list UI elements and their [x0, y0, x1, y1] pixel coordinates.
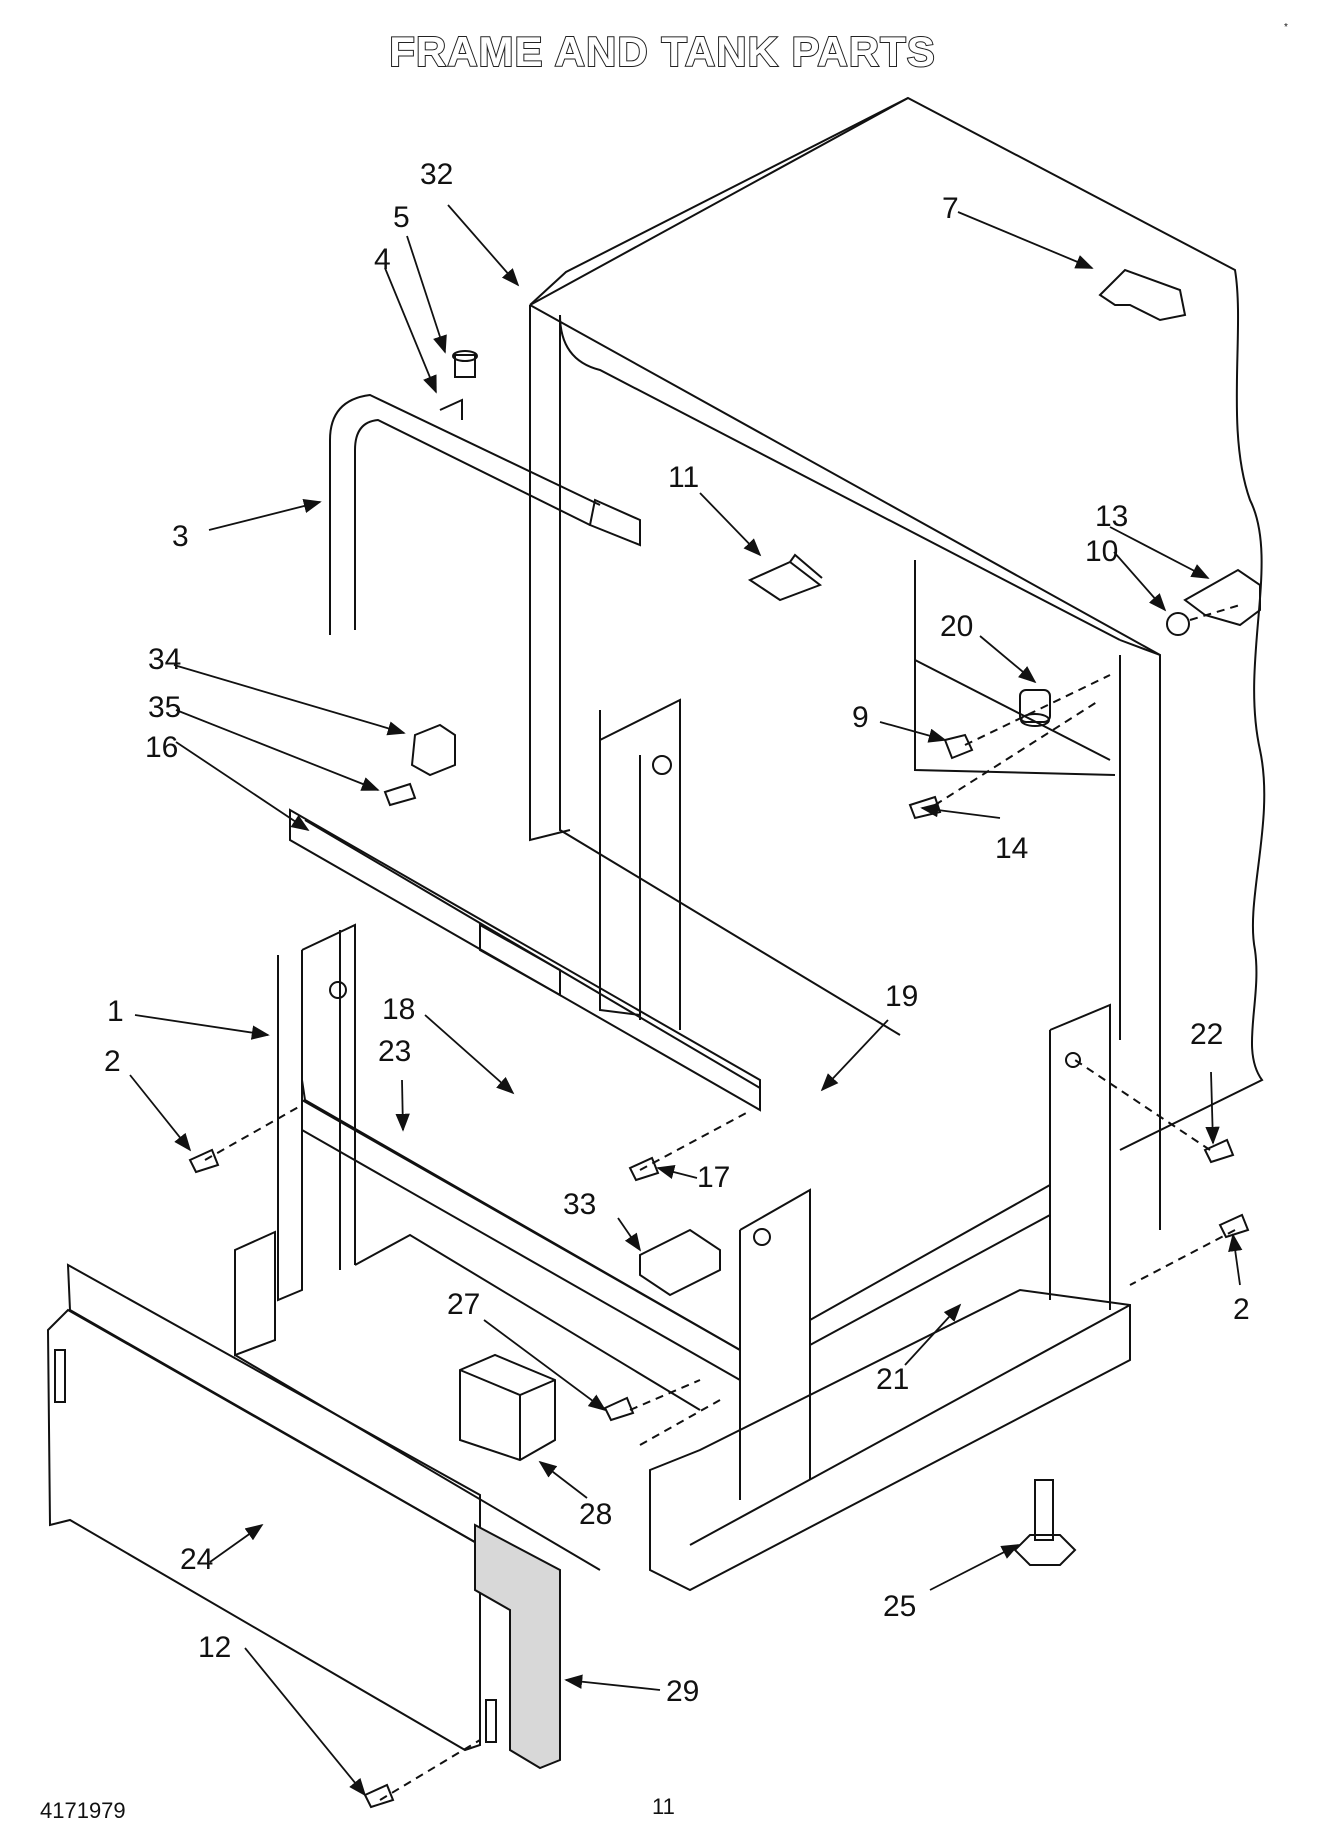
- callout-27: 27: [447, 1288, 481, 1321]
- spacer-20: [1019, 689, 1051, 727]
- callout-25: 25: [883, 1590, 917, 1623]
- screw-14: [908, 795, 942, 820]
- clip-7: [1098, 268, 1187, 322]
- insulation-29: [474, 1523, 561, 1770]
- screw-35: [383, 782, 417, 807]
- door-rail: [329, 393, 641, 635]
- callout-18: 18: [382, 993, 416, 1026]
- callout-17: 17: [697, 1161, 731, 1194]
- callout-16: 16: [145, 731, 179, 764]
- callout-2-right: 2: [1233, 1293, 1250, 1326]
- callout-4: 4: [374, 243, 391, 276]
- callout-22: 22: [1190, 1018, 1224, 1051]
- callout-33: 33: [563, 1188, 597, 1221]
- screw-5: [452, 350, 478, 378]
- panel-24: [46, 1263, 497, 1752]
- callout-14: 14: [995, 832, 1029, 865]
- callout-9: 9: [852, 701, 869, 734]
- channel-16: [289, 808, 761, 1112]
- bracket-13: [1183, 568, 1261, 627]
- frame-left: [234, 923, 741, 1571]
- callout-23: 23: [378, 1035, 412, 1068]
- bracket-34: [410, 723, 456, 777]
- clip-11: [747, 553, 823, 602]
- screw-12: [363, 1783, 395, 1809]
- callout-28: 28: [579, 1498, 613, 1531]
- page-title: FRAME AND TANK PARTS: [388, 27, 936, 76]
- callout-10: 10: [1085, 535, 1119, 568]
- callout-32: 32: [420, 158, 454, 191]
- callout-19: 19: [885, 980, 919, 1013]
- box-28: [459, 1353, 556, 1462]
- callout-13: 13: [1095, 500, 1129, 533]
- corner-mark: *: [1284, 22, 1288, 33]
- alignment-lines: [204, 604, 1241, 1801]
- screw-2-right: [1218, 1213, 1250, 1239]
- callout-1: 1: [107, 995, 124, 1028]
- footer-part-number: 4171979: [40, 1798, 126, 1823]
- pad-33: [639, 1228, 721, 1297]
- callout-29: 29: [666, 1675, 700, 1708]
- screw-27: [603, 1396, 635, 1422]
- callout-7: 7: [942, 192, 959, 225]
- callout-2-left: 2: [104, 1045, 121, 1078]
- screw-17: [628, 1156, 660, 1182]
- nut-10: [1166, 612, 1190, 636]
- footer-page-number: 11: [652, 1794, 675, 1819]
- leveling-leg-25: [1013, 1479, 1077, 1566]
- callout-3: 3: [172, 520, 189, 553]
- callout-20: 20: [940, 610, 974, 643]
- callout-24: 24: [180, 1543, 214, 1576]
- stud-9: [943, 733, 974, 760]
- callout-5: 5: [393, 201, 410, 234]
- callout-11: 11: [668, 461, 700, 494]
- tank-shell: [529, 96, 1266, 1230]
- callout-12: 12: [198, 1631, 232, 1664]
- frame-right: [599, 698, 1131, 1592]
- leader-arrows: [129, 204, 1243, 1797]
- callout-21: 21: [876, 1363, 910, 1396]
- callout-34: 34: [148, 643, 182, 676]
- screw-22: [1203, 1138, 1235, 1164]
- screw-2-left: [188, 1148, 220, 1174]
- callout-35: 35: [148, 691, 182, 724]
